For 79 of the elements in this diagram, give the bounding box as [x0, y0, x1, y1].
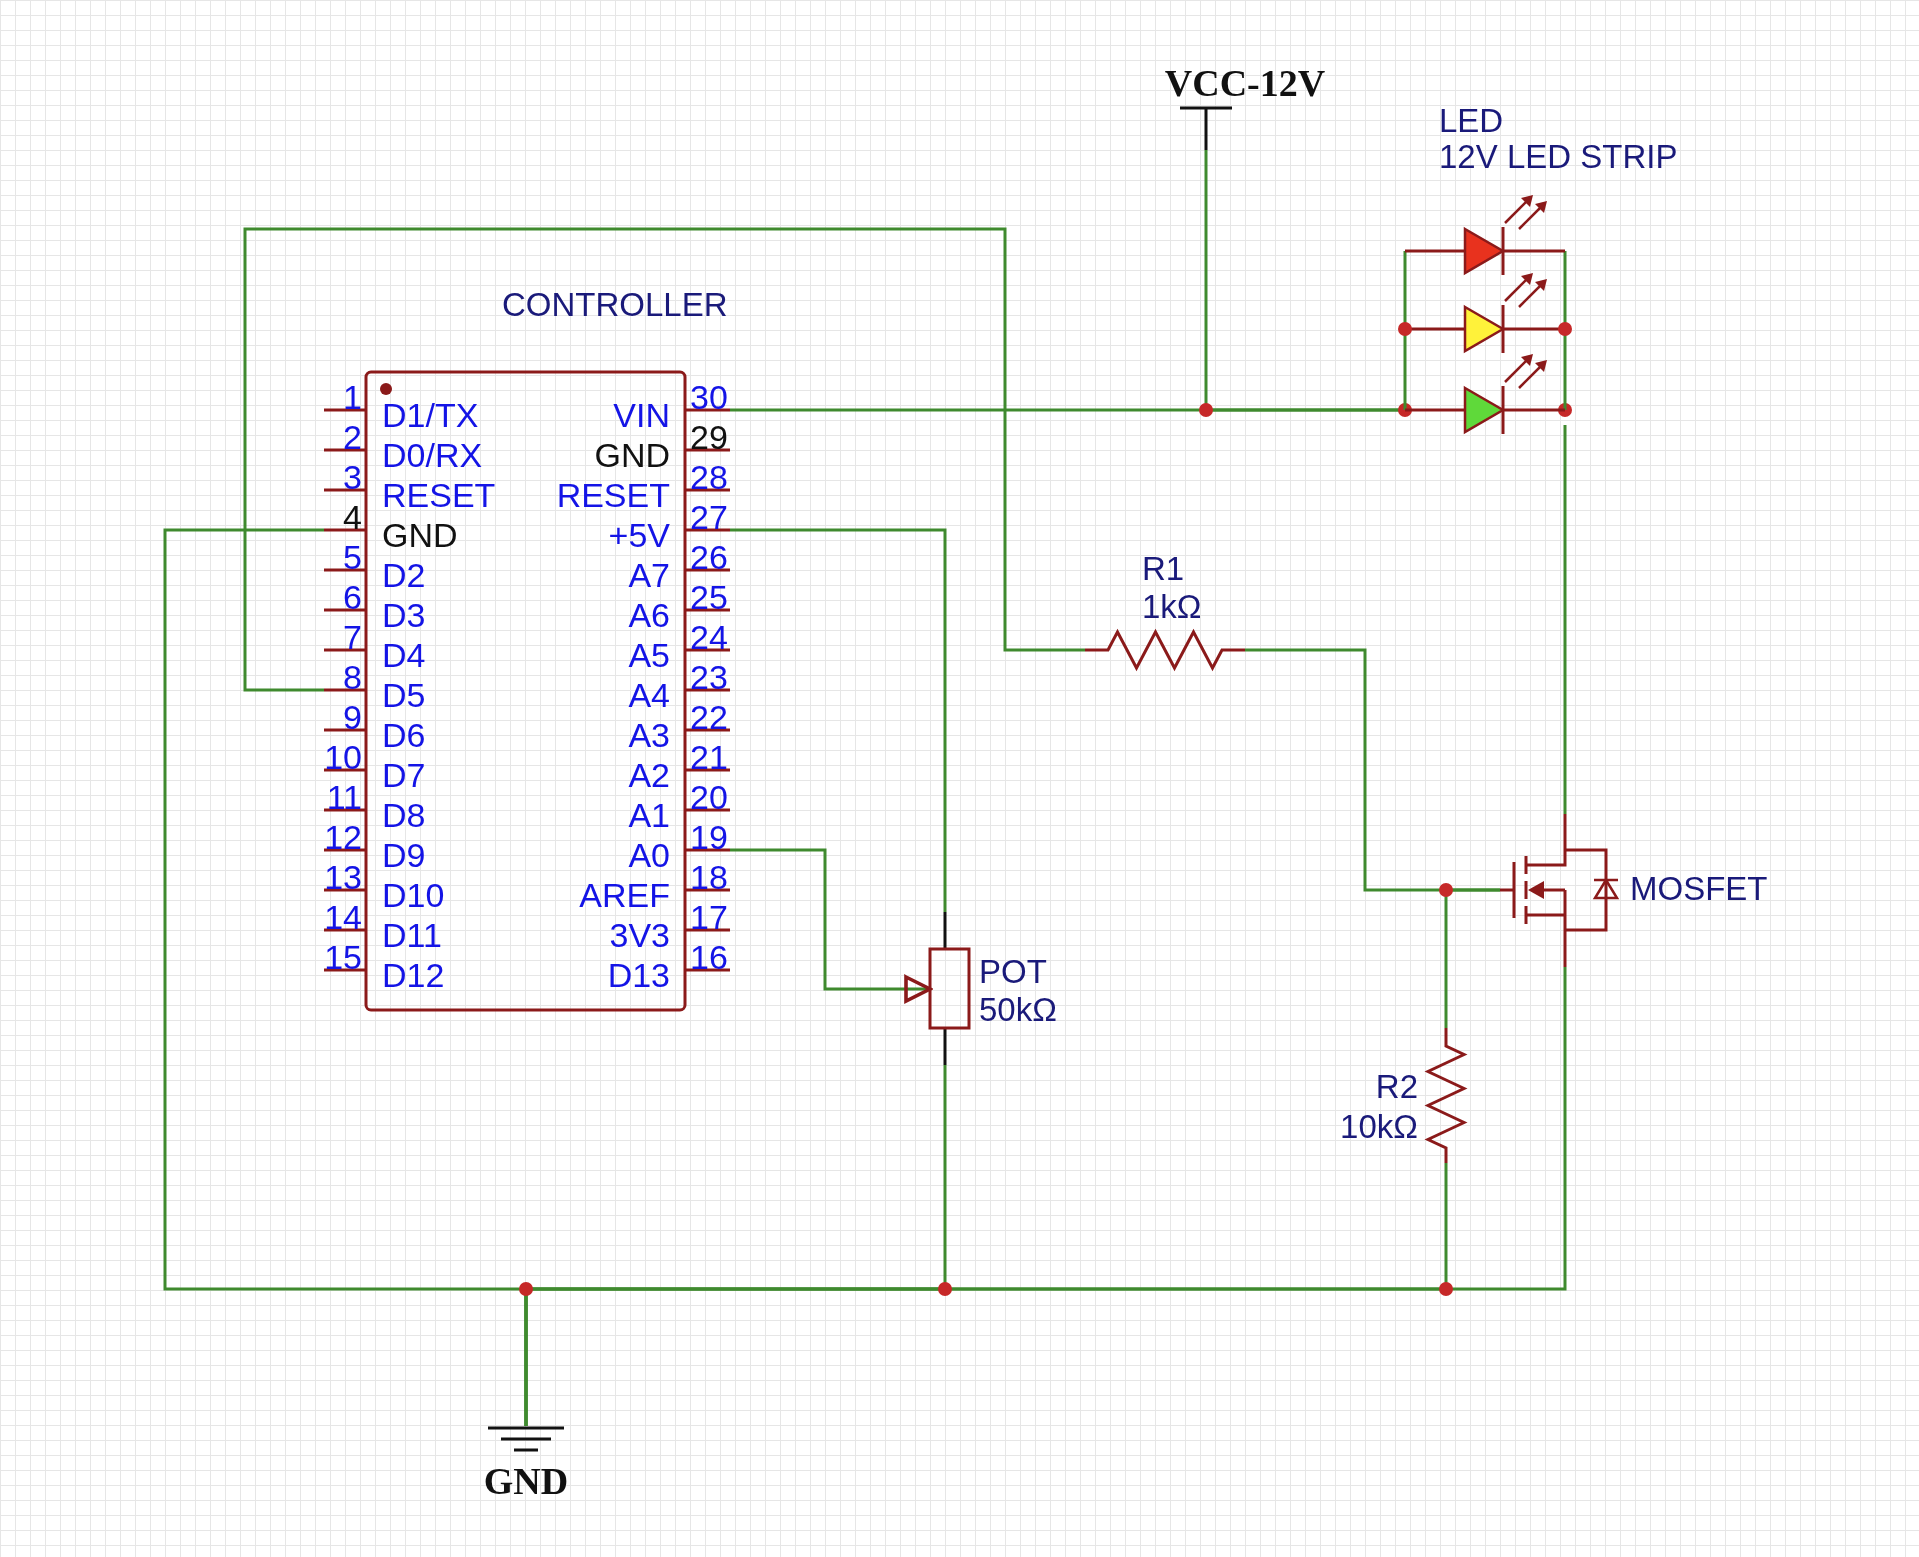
- pin-name: A4: [628, 678, 670, 712]
- component-label: POT: [979, 955, 1047, 988]
- component-value: 50kΩ: [979, 993, 1057, 1026]
- pin-number: 3: [343, 460, 362, 494]
- pin-number: 29: [690, 420, 728, 454]
- pin-number: 8: [343, 660, 362, 694]
- pin-name: GND: [382, 518, 458, 552]
- component-label: MOSFET: [1630, 872, 1768, 905]
- wire: [730, 528, 947, 912]
- pin-name: A7: [628, 558, 670, 592]
- pin-name: D3: [382, 598, 426, 632]
- pin-name: A5: [628, 638, 670, 672]
- pin-number: 26: [690, 540, 728, 574]
- pin-number: 22: [690, 700, 728, 734]
- pin-name: D12: [382, 958, 445, 992]
- pin-name: AREF: [579, 878, 670, 912]
- pin-number: 11: [326, 780, 362, 814]
- pin-name: D11: [382, 918, 442, 952]
- pin-number: 19: [690, 820, 728, 854]
- pin-number: 28: [690, 460, 728, 494]
- pin-number: 9: [343, 700, 362, 734]
- pin-number: 16: [690, 940, 728, 974]
- pin-number: 20: [690, 780, 728, 814]
- pin-name: D4: [382, 638, 426, 672]
- component-value: 1kΩ: [1142, 590, 1202, 623]
- pin-name: D0/RX: [382, 438, 483, 472]
- pin-name: D5: [382, 678, 426, 712]
- pin-number: 13: [324, 860, 362, 894]
- pin-name: A2: [628, 758, 670, 792]
- pin-number: 17: [690, 900, 728, 934]
- net-label: VCC-12V: [1164, 64, 1326, 102]
- pin-number: 10: [324, 740, 362, 774]
- pin-name: D7: [382, 758, 426, 792]
- pin-name: D6: [382, 718, 426, 752]
- pin-name: GND: [594, 438, 670, 472]
- pin-number: 12: [324, 820, 362, 854]
- component-value: 10kΩ: [1340, 1110, 1418, 1143]
- wire: [1204, 150, 1400, 412]
- pin-number: 23: [690, 660, 728, 694]
- component-label: R1: [1142, 552, 1185, 585]
- component-label: R2: [1375, 1070, 1418, 1103]
- pin-number: 5: [343, 540, 362, 574]
- pin-name: RESET: [556, 478, 670, 512]
- component-label: LED: [1439, 104, 1504, 137]
- pin-number: 27: [690, 500, 728, 534]
- pin-number: 15: [324, 940, 362, 974]
- pin-name: VIN: [613, 398, 670, 432]
- pin-name: D1/TX: [382, 398, 479, 432]
- wire: [730, 848, 932, 1003]
- component-value: 12V LED STRIP: [1439, 140, 1678, 173]
- pin-number: 30: [690, 380, 728, 414]
- wire: [1563, 425, 1567, 814]
- pin-name: D8: [382, 798, 426, 832]
- wire: [243, 227, 1085, 692]
- pin-name: A0: [628, 838, 670, 872]
- pin-name: A6: [628, 598, 670, 632]
- pin-name: D9: [382, 838, 426, 872]
- pin-number: 1: [343, 380, 362, 414]
- pin-number: 7: [343, 620, 362, 654]
- pin-name: D10: [382, 878, 445, 912]
- pin-number: 24: [690, 620, 728, 654]
- pin-number: 14: [324, 900, 362, 934]
- component-label: CONTROLLER: [502, 288, 728, 321]
- pin-number: 6: [343, 580, 362, 614]
- pin-number: 4: [343, 500, 362, 534]
- pin-name: A1: [628, 798, 670, 832]
- pin-name: +5V: [608, 518, 670, 552]
- pin-name: A3: [628, 718, 670, 752]
- pin-number: 21: [690, 740, 728, 774]
- pin-number: 18: [690, 860, 728, 894]
- pin-name: D2: [382, 558, 426, 592]
- wire: [524, 967, 1567, 1426]
- pin-number: 25: [690, 580, 728, 614]
- pin-number: 2: [343, 420, 362, 454]
- wire: [1444, 888, 1500, 1028]
- pin-name: D13: [607, 958, 670, 992]
- pin-name: 3V3: [609, 918, 670, 952]
- pin-name: RESET: [382, 478, 496, 512]
- net-label: GND: [483, 1462, 569, 1500]
